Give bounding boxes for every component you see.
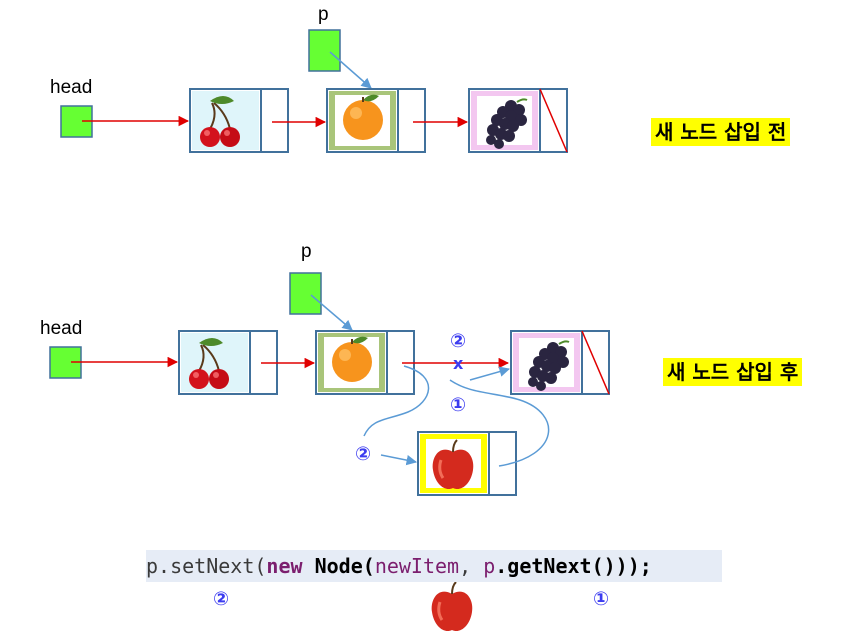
top-node-orange (326, 88, 426, 153)
arrow-into-grapes (469, 366, 511, 381)
code-step-2: ② (213, 588, 230, 610)
code-close: ())); (591, 554, 652, 578)
code-new-keyword: new (266, 554, 303, 578)
code-comma: , (459, 554, 484, 578)
caption-before: 새 노드 삽입 전 (651, 118, 791, 146)
code-newitem: newItem (374, 554, 460, 578)
bottom-pointer-arrow (310, 294, 353, 331)
code-setnext: .setNext( (158, 554, 267, 578)
step-2-label-bottom: ② (355, 443, 371, 465)
curve-new-to-grapes (449, 379, 550, 467)
top-head-label: head (50, 77, 92, 98)
bottom-node-cherry (178, 330, 278, 395)
new-node-apple (417, 431, 517, 496)
code-getnext: .getNext (495, 554, 592, 578)
step-2-label-top: ② (450, 330, 466, 352)
code-step-1: ① (593, 588, 610, 610)
caption-after: 새 노드 삽입 후 (663, 358, 803, 386)
top-node-grapes (468, 88, 568, 153)
top-node-cherry (189, 88, 289, 153)
code-p2: p (483, 554, 496, 578)
bottom-node-grapes (510, 330, 610, 395)
code-line: p.setNext(new Node(newItem, p.getNext())… (146, 550, 722, 582)
top-pointer-p (308, 29, 341, 72)
bottom-pointer-p (289, 272, 322, 315)
apple-icon (430, 580, 474, 633)
top-pointer-arrow (329, 51, 372, 89)
bottom-node-orange (315, 330, 415, 395)
step-1-label: ① (450, 394, 466, 416)
cut-mark: x (453, 354, 464, 373)
code-paren: ( (362, 554, 375, 578)
code-p: p (146, 554, 159, 578)
arrow-into-new-node (380, 454, 418, 466)
code-node-class: Node (314, 554, 363, 578)
curve-orange-to-new (363, 365, 430, 437)
bottom-pointer-label: p (301, 241, 312, 262)
top-pointer-label: p (318, 4, 329, 25)
bottom-head-label: head (40, 318, 82, 339)
